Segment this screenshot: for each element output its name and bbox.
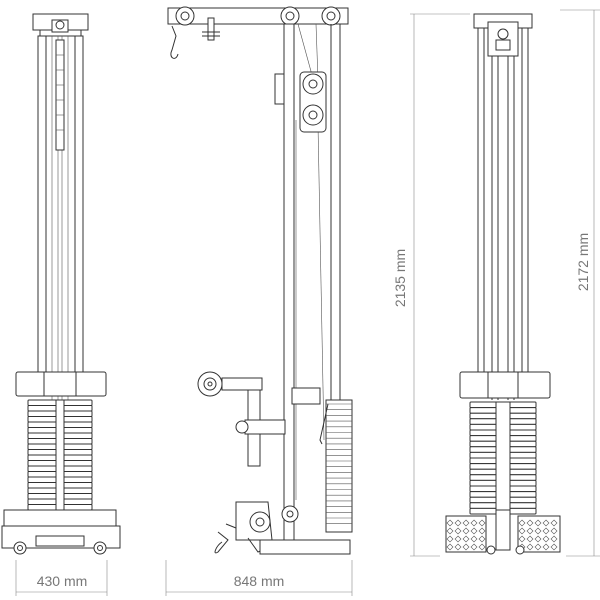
front-right-upright xyxy=(74,35,84,373)
dimension-width-front: 430 mm xyxy=(37,573,88,589)
side-main-column xyxy=(283,23,295,541)
side-top-beam xyxy=(167,7,349,25)
front-left-upright xyxy=(37,35,47,373)
rear-selector xyxy=(495,509,511,551)
side-base xyxy=(259,539,351,555)
front-cable-chain xyxy=(55,39,65,151)
rear-foot-right xyxy=(517,515,561,553)
side-adjust-knob[interactable] xyxy=(235,420,249,434)
side-arm xyxy=(221,377,263,391)
side-bottom-hook xyxy=(214,523,237,554)
rear-right-upright xyxy=(521,27,529,375)
side-top-hook xyxy=(170,25,179,59)
front-view xyxy=(1,13,121,555)
dimension-width-side: 848 mm xyxy=(234,573,285,589)
front-weight-stack xyxy=(27,399,93,511)
rear-view xyxy=(445,13,561,555)
side-view xyxy=(167,6,353,555)
dimension-height-rear: 2172 mm xyxy=(575,233,591,291)
rear-left-upright xyxy=(477,27,485,375)
front-base xyxy=(3,509,117,527)
rear-weight-stack xyxy=(469,401,537,515)
dimension-lines xyxy=(15,9,600,596)
dimension-height-side: 2135 mm xyxy=(392,249,408,307)
side-weight-stack xyxy=(325,399,353,533)
